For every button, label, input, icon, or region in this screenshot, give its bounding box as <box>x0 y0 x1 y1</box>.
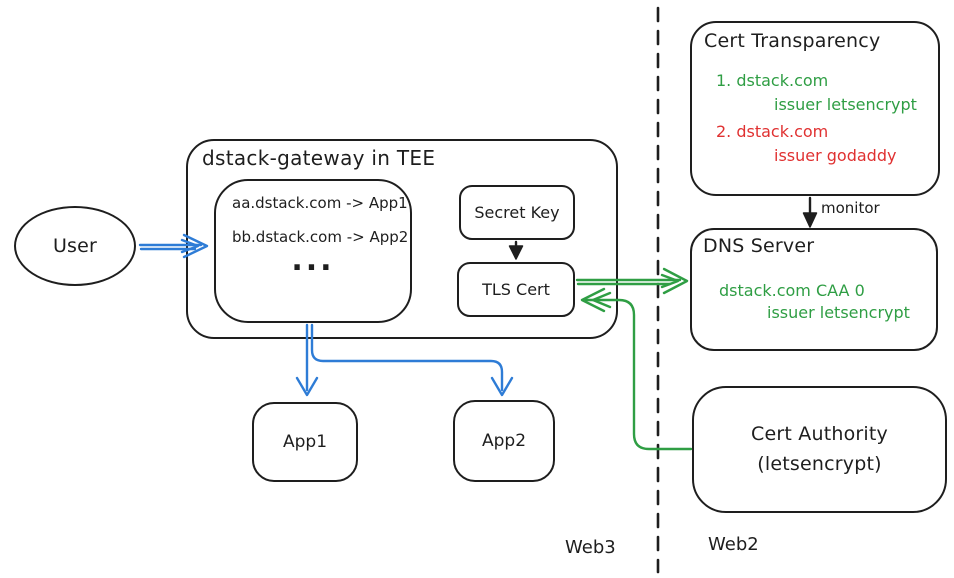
app1-box: App1 <box>252 402 358 482</box>
app2-label: App2 <box>481 431 527 451</box>
tls-cert-box: TLS Cert <box>457 262 575 317</box>
ct-entry-2-issuer: issuer godaddy <box>774 146 897 165</box>
app2-box: App2 <box>453 400 555 482</box>
gateway-title: dstack-gateway in TEE <box>202 146 436 170</box>
dns-server-title: DNS Server <box>703 235 815 257</box>
ct-entry-1-domain: 1. dstack.com <box>716 71 829 90</box>
secret-key-box: Secret Key <box>459 185 575 240</box>
arrow-certtransparency-to-dns <box>802 196 818 228</box>
dns-record-line-2: issuer letsencrypt <box>767 303 910 322</box>
dns-server-box <box>690 228 938 351</box>
cert-authority-line-1: Cert Authority <box>751 423 888 446</box>
monitor-label: monitor <box>821 199 880 217</box>
route-line-2: bb.dstack.com -> App2 <box>232 228 409 246</box>
ct-entry-2-domain: 2. dstack.com <box>716 122 829 141</box>
route-ellipsis: ... <box>291 243 335 278</box>
zone-web3-label: Web3 <box>565 537 616 558</box>
tls-cert-label: TLS Cert <box>482 280 550 299</box>
ct-entry-1-issuer: issuer letsencrypt <box>774 95 917 114</box>
cert-authority-line-2: (letsencrypt) <box>757 452 882 475</box>
cert-transparency-title: Cert Transparency <box>704 30 881 52</box>
dns-record-line-1: dstack.com CAA 0 <box>719 281 865 300</box>
user-node: User <box>14 206 136 286</box>
app1-label: App1 <box>282 432 328 452</box>
routes-box <box>214 179 412 323</box>
route-line-1: aa.dstack.com -> App1 <box>232 194 408 212</box>
cert-authority-box: Cert Authority (letsencrypt) <box>692 386 947 513</box>
user-label: User <box>52 235 98 257</box>
zone-web2-label: Web2 <box>708 534 759 555</box>
cert-transparency-box <box>690 21 940 196</box>
secret-key-label: Secret Key <box>474 203 560 222</box>
